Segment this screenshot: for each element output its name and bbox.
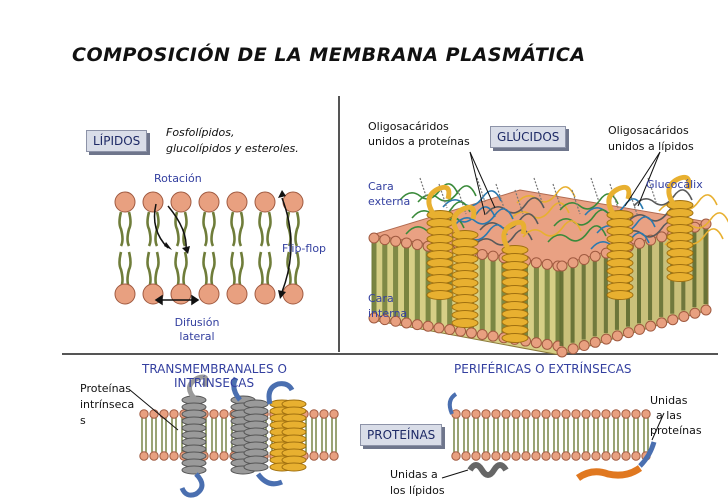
protein-bound-line3: proteínas — [650, 424, 702, 437]
vertical-divider — [338, 96, 340, 352]
protein-bound-line2: a las — [656, 409, 682, 422]
lateral-diffusion-arrow — [154, 294, 200, 306]
oligo-proteins-line2: unidos a proteínas — [368, 135, 470, 148]
bottom-proteins — [179, 374, 657, 498]
outer-face-line2: externa — [368, 195, 411, 208]
lipid-bilayer — [114, 191, 304, 305]
block-proteins — [426, 174, 694, 343]
protein-bound-line1: Unidas — [650, 394, 688, 407]
intrinsic-label-line2: intrínseca — [80, 398, 135, 411]
inner-face-line2: interna — [368, 307, 408, 320]
membrane-block-3d — [368, 174, 728, 358]
glucids-box-label: GLÚCIDOS — [490, 126, 567, 148]
lipids-box-label: LÍPIDOS — [86, 130, 148, 152]
rotation-label: Rotación — [154, 172, 202, 185]
rotation-arrow-2 — [167, 205, 187, 251]
outer-face-line1: Cara — [368, 180, 394, 193]
protein-leader-lines — [129, 389, 665, 479]
bottom-right-membrane — [451, 409, 651, 461]
oligo-lipids-line2: unidos a lípidos — [608, 140, 694, 153]
lipids-description-line2: glucolípidos y esteroles. — [166, 142, 299, 155]
lipid-bound-line1: Unidas a — [390, 468, 438, 481]
glucid-leader-lines — [469, 151, 661, 216]
oligo-lipids-line1: Oligosacáridos — [608, 124, 689, 137]
horizontal-divider — [62, 353, 718, 355]
intrinsic-label-line3: s — [80, 414, 86, 427]
peripheral-heading: PERIFÉRICAS O EXTRÍNSECAS — [454, 362, 632, 376]
flip-flop-arrows — [278, 190, 292, 299]
transmembrane-heading-line1: TRANSMEMBRANALES O — [142, 362, 287, 376]
flip-flop-label: Flip-flop — [282, 242, 327, 255]
proteins-box-label: PROTEÍNAS — [360, 424, 443, 446]
transmembrane-heading-line2: INTRÍNSECAS — [174, 376, 255, 390]
lateral-diffusion-label-line1: Difusión — [174, 316, 220, 329]
lipid-bound-line2: los lípidos — [390, 484, 445, 497]
oligo-proteins-line1: Oligosacáridos — [368, 120, 449, 133]
glycocalyx-label: Glucocálix — [646, 178, 703, 191]
intrinsic-label-line1: Proteínas — [80, 382, 132, 395]
flip-flop-arrow — [281, 197, 292, 293]
lateral-diffusion-label-line2: lateral — [179, 330, 215, 343]
rotation-arrows — [153, 203, 190, 254]
lipids-description-line1: Fosfolípidos, — [166, 126, 235, 139]
page-title: COMPOSICIÓN DE LA MEMBRANA PLASMÁTICA — [72, 44, 586, 66]
inner-face-line1: Cara — [368, 292, 394, 305]
